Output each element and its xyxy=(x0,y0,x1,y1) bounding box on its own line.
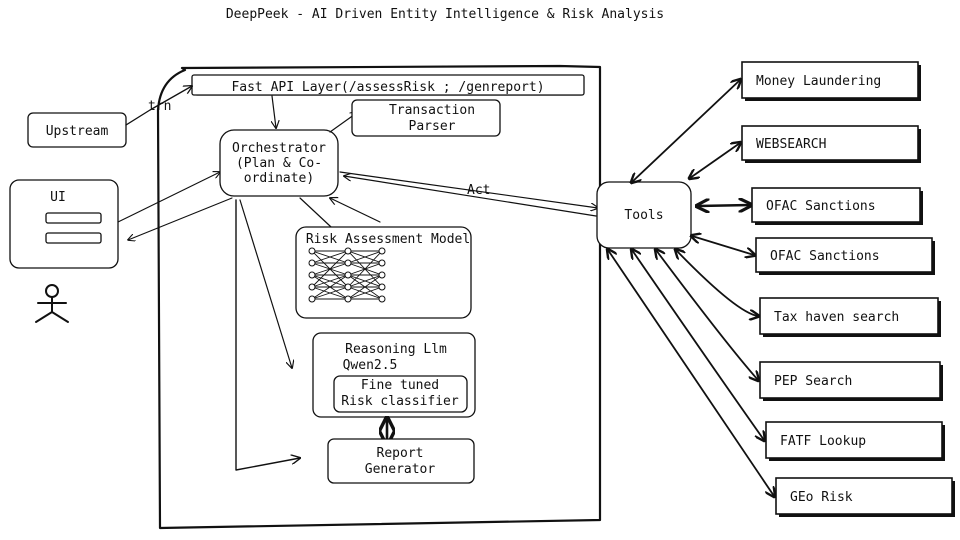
report-generator-box: Report Generator xyxy=(327,438,475,484)
nn-node xyxy=(308,271,316,279)
api-layer-box: Fast API Layer(/assessRisk ; /genreport) xyxy=(191,74,585,96)
tool-connection-arrow xyxy=(698,205,750,206)
diagram-title: DeepPeek - AI Driven Entity Intelligence… xyxy=(226,7,664,22)
tool-label: Money Laundering xyxy=(756,74,881,89)
neural-network-icon xyxy=(308,247,386,303)
nn-edge xyxy=(311,274,349,288)
tool-box xyxy=(775,477,953,515)
edge-label-trn: trn xyxy=(148,99,171,114)
risk-model-label: Risk Assessment Model xyxy=(306,232,470,247)
ui-input-field-icon xyxy=(45,232,102,244)
tool-connection-arrow xyxy=(656,250,758,380)
transaction-parser-line1: Transaction xyxy=(389,103,475,118)
nn-node xyxy=(344,271,352,279)
tool-label: PEP Search xyxy=(774,374,852,389)
fine-tuned-line2: Risk classifier xyxy=(341,394,459,409)
nn-node xyxy=(344,283,352,291)
transaction-parser-box: Transaction Parser xyxy=(351,99,501,137)
nn-node xyxy=(344,247,352,255)
fine-tuned-classifier-box: Fine tuned Risk classifier xyxy=(333,375,468,413)
report-generator-line2: Generator xyxy=(365,462,436,477)
nn-node xyxy=(378,259,386,267)
tool-label: Tax haven search xyxy=(774,310,899,325)
system-boundary xyxy=(156,64,602,530)
tool-item: Tax haven search xyxy=(759,297,941,337)
tool-label: WEBSEARCH xyxy=(756,137,826,152)
tool-item: OFAC Sanctions xyxy=(751,187,923,225)
nn-edge xyxy=(311,250,349,264)
nn-edge xyxy=(311,274,349,300)
tool-connection-arrow xyxy=(632,80,740,182)
api-layer-label: Fast API Layer(/assessRisk ; /genreport) xyxy=(231,80,544,95)
tool-item: PEP Search xyxy=(759,361,943,401)
nn-edge xyxy=(347,274,383,300)
nn-node xyxy=(378,247,386,255)
nn-edge xyxy=(347,274,383,288)
orchestrator-label-line3: ordinate) xyxy=(244,171,314,186)
tool-item: Money Laundering xyxy=(741,61,921,101)
nn-node xyxy=(344,259,352,267)
tool-item: FATF Lookup xyxy=(765,421,945,461)
reasoning-llm-line1: Reasoning Llm xyxy=(345,342,447,357)
tool-connection-arrow xyxy=(690,143,740,178)
tool-box xyxy=(751,187,921,223)
nn-node xyxy=(308,259,316,267)
tool-label: GEo Risk xyxy=(790,490,853,505)
nn-node xyxy=(378,271,386,279)
nn-edge xyxy=(311,286,349,300)
transaction-parser-line2: Parser xyxy=(409,119,456,134)
tool-box xyxy=(759,361,941,399)
tool-box xyxy=(741,61,919,99)
ui-input-field-icon xyxy=(45,212,102,224)
user-stick-figure-icon xyxy=(35,284,69,323)
tool-label: OFAC Sanctions xyxy=(770,249,880,264)
ui-label: UI xyxy=(50,190,66,205)
nn-edge xyxy=(347,286,383,300)
ui-box: UI xyxy=(9,179,119,269)
risk-assessment-model-box: Risk Assessment Model xyxy=(295,226,472,319)
tool-item: OFAC Sanctions xyxy=(755,237,935,275)
nn-edge xyxy=(347,250,383,264)
tool-connection-arrow xyxy=(692,236,754,255)
tool-item: GEo Risk xyxy=(775,477,955,517)
upstream-box: Upstream xyxy=(27,112,127,148)
nn-node xyxy=(308,295,316,303)
tool-connection-arrow xyxy=(608,250,774,496)
nn-node xyxy=(344,295,352,303)
nn-node xyxy=(308,247,316,255)
reasoning-llm-box: Reasoning Llm Qwen2.5 Fine tuned Risk cl… xyxy=(312,332,476,418)
tools-box: Tools xyxy=(596,181,692,249)
tool-connection-arrow xyxy=(632,250,764,440)
tool-connection-arrow xyxy=(676,250,758,316)
tool-box xyxy=(759,297,939,335)
tool-box xyxy=(741,125,919,161)
orchestrator-box: Orchestrator (Plan & Co- ordinate) xyxy=(219,129,339,197)
tool-item: WEBSEARCH xyxy=(741,125,921,163)
edge-label-act: Act xyxy=(467,183,490,198)
orchestrator-label-line1: Orchestrator xyxy=(232,141,326,156)
fine-tuned-line1: Fine tuned xyxy=(361,378,439,393)
nn-node xyxy=(378,283,386,291)
nn-edge xyxy=(311,250,349,288)
orchestrator-label-line2: (Plan & Co- xyxy=(236,156,322,171)
reasoning-llm-line2: Qwen2.5 xyxy=(343,358,398,373)
tool-label: FATF Lookup xyxy=(780,434,866,449)
report-generator-line1: Report xyxy=(377,446,424,461)
nn-edge xyxy=(347,250,383,288)
tool-label: OFAC Sanctions xyxy=(766,199,876,214)
tools-label: Tools xyxy=(624,208,663,223)
nn-node xyxy=(378,295,386,303)
upstream-label: Upstream xyxy=(46,124,109,139)
nn-node xyxy=(308,283,316,291)
